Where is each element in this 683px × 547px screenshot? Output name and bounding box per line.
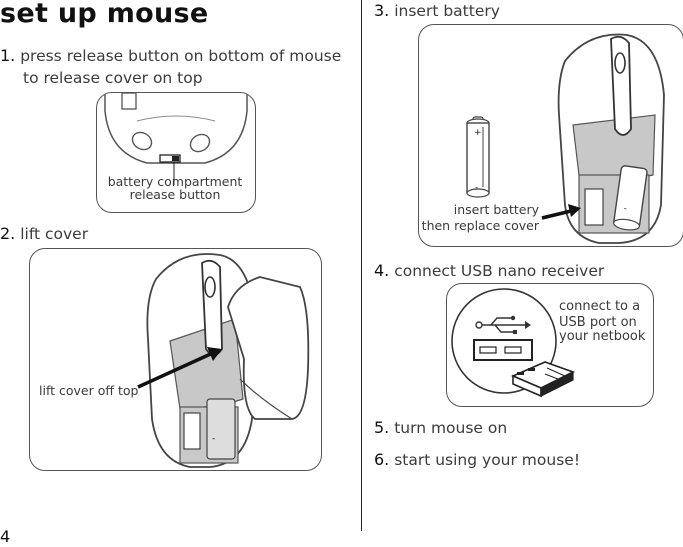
step-2: 2. lift cover — [0, 223, 88, 245]
usb-receiver-figure — [446, 283, 654, 407]
battery-minus-sign: - — [623, 204, 628, 214]
battery-minus-sign: - — [212, 434, 215, 444]
callout-usb-line-3: your netbook — [559, 329, 646, 344]
step-1: 1. press release button on bottom of mou… — [0, 45, 341, 67]
callout-release-line-2: release button — [129, 187, 221, 202]
arrow-icon — [137, 350, 216, 389]
release-button-figure — [96, 92, 256, 213]
usb-port-icon — [473, 339, 533, 361]
callout-lift: lift cover off top — [39, 383, 139, 398]
battery-plus-sign: + — [474, 128, 482, 138]
callout-release-line-1: battery compartment — [107, 174, 243, 189]
step-text: insert battery — [394, 2, 500, 20]
release-switch-icon — [159, 154, 181, 163]
step-number: 4. — [374, 261, 390, 280]
arrow-icon — [541, 209, 572, 220]
step-text: connect USB nano receiver — [394, 262, 605, 280]
step-number: 6. — [374, 450, 390, 469]
step-number: 2. — [0, 224, 16, 243]
step-3: 3. insert battery — [374, 0, 500, 22]
callout-usb-line-1: connect to a — [559, 299, 641, 314]
step-text: press release button on bottom of mouse — [20, 47, 342, 65]
step-number: 3. — [374, 1, 390, 20]
step-4: 4. connect USB nano receiver — [374, 260, 604, 282]
nano-receiver-icon — [510, 361, 576, 398]
page-title: set up mouse — [0, 0, 209, 29]
callout-insert-line-1: insert battery — [453, 202, 539, 217]
battery-minus-sign: - — [475, 183, 478, 193]
step-text: lift cover — [20, 225, 89, 243]
usb-symbol-icon — [475, 315, 531, 334]
mouse-bottom-illustration — [104, 93, 248, 185]
column-divider — [361, 0, 362, 531]
step-6: 6. start using your mouse! — [374, 449, 580, 471]
usb-illustration — [451, 288, 576, 398]
step-5: 5. turn mouse on — [374, 417, 507, 439]
page-number: 4 — [0, 527, 11, 546]
mouse-top-illustration: - — [137, 253, 310, 468]
callout-insert-line-2: then replace cover — [421, 218, 539, 233]
callout-usb-line-2: USB port on — [559, 315, 637, 330]
lift-cover-figure: - — [29, 248, 322, 471]
battery-illustration: + - — [466, 116, 490, 198]
step-text: start using your mouse! — [394, 451, 581, 469]
insert-battery-figure: - + - — [418, 24, 683, 247]
step-number: 5. — [374, 418, 390, 437]
battery-insert-illustration: - + - — [466, 33, 665, 244]
step-1-line-2: to release cover on top — [23, 69, 203, 87]
step-text: turn mouse on — [394, 419, 508, 437]
step-number: 1. — [0, 46, 16, 65]
